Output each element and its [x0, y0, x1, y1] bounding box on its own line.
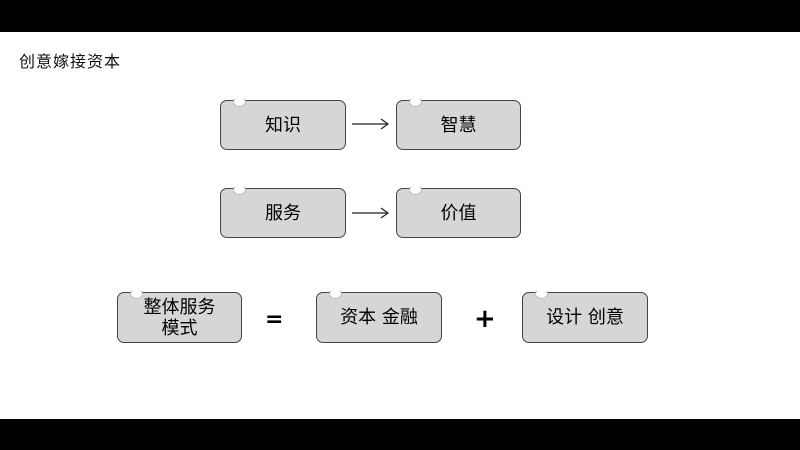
box-service: 服务 — [220, 185, 346, 238]
box-knowledge: 知识 — [220, 97, 346, 150]
box-value-label: 价值 — [440, 202, 477, 224]
box-design-creativity-label: 设计 创意 — [546, 307, 624, 328]
box-overall-service-model: 整体服务 模式 — [117, 289, 242, 343]
slide-canvas: 创意嫁接资本 知识 智慧 服务 价值 整体服务 模式 = 资本 金融 + 设计 … — [0, 32, 800, 419]
arrow-right-icon — [352, 118, 390, 130]
box-knob — [329, 289, 342, 299]
box-knob — [130, 289, 143, 299]
box-knob — [233, 97, 246, 107]
arrow-right-icon — [352, 207, 390, 219]
box-design-creativity: 设计 创意 — [522, 289, 648, 343]
box-wisdom: 智慧 — [396, 97, 521, 150]
box-knowledge-label: 知识 — [265, 114, 301, 136]
box-knob — [535, 289, 548, 299]
box-capital-finance: 资本 金融 — [316, 289, 442, 343]
box-value: 价值 — [396, 185, 521, 238]
box-knob — [233, 185, 246, 195]
box-wisdom-label: 智慧 — [440, 114, 477, 136]
box-knob — [409, 97, 422, 107]
equals-sign: = — [265, 307, 284, 332]
box-overall-line2: 模式 — [161, 317, 198, 339]
box-capital-finance-label: 资本 金融 — [340, 307, 418, 328]
plus-sign: + — [474, 304, 496, 334]
box-service-label: 服务 — [265, 202, 301, 224]
box-overall-line1: 整体服务 — [143, 296, 216, 318]
slide-title: 创意嫁接资本 — [19, 52, 122, 71]
box-knob — [409, 185, 422, 195]
